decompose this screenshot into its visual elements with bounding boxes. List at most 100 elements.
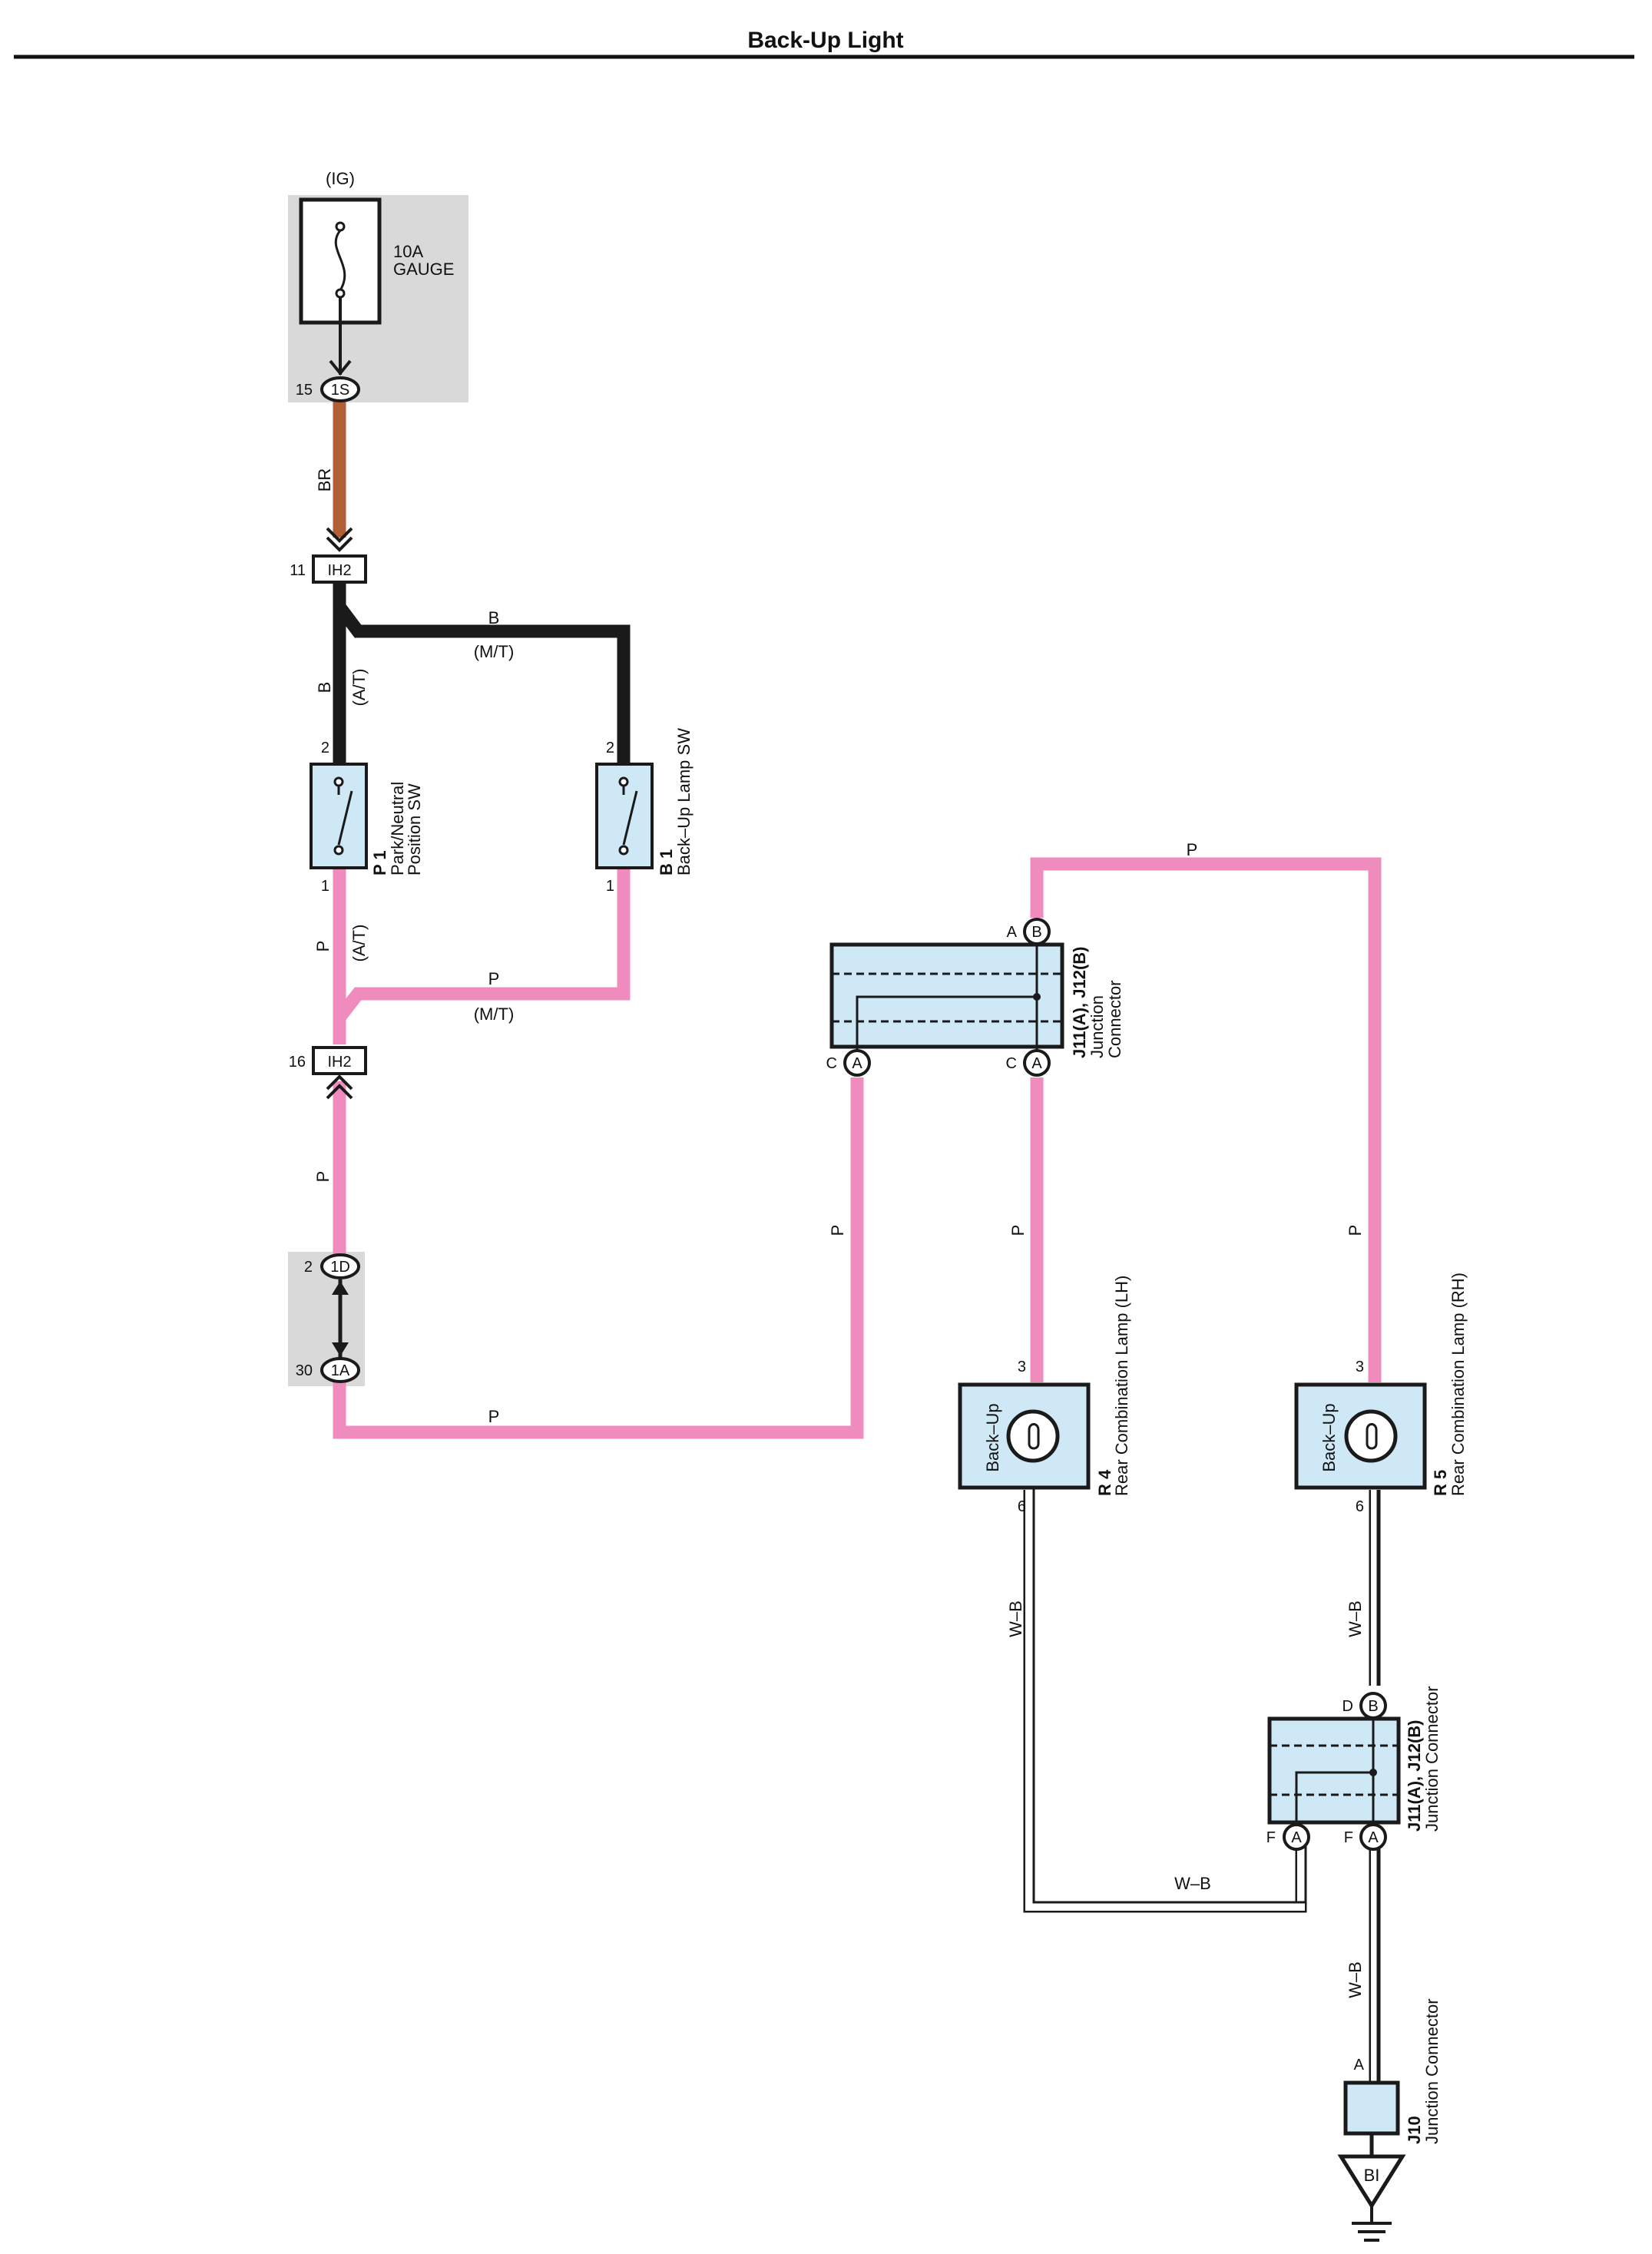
- wire-label-p-top-loop: P: [1187, 840, 1198, 859]
- wire-p-bottom: [333, 1077, 864, 1439]
- fuse-name: GAUGE: [393, 260, 454, 279]
- connector-1s-label: 1S: [331, 382, 349, 399]
- ih2-bottom-pin: 16: [289, 1054, 306, 1071]
- wire-label-wb-r5: W–B: [1346, 1600, 1365, 1637]
- j11-upper-letter-b: B: [1031, 924, 1041, 941]
- ih2-top-connector: [312, 554, 367, 584]
- p1-name-line1: Park/Neutral: [388, 782, 407, 875]
- wire-label-wb-r4: W–B: [1006, 1600, 1025, 1637]
- block-1d-pin: 2: [304, 1259, 313, 1276]
- r5-pin-bottom: 6: [1356, 1498, 1364, 1515]
- page-title: Back-Up Light: [747, 28, 903, 53]
- switch-icon: [333, 776, 353, 856]
- wire-p-upper-loop: [1030, 857, 1382, 1382]
- j10-code: J10: [1405, 2116, 1424, 2144]
- r5-pin-top: 3: [1356, 1359, 1364, 1375]
- r4-code: R 4: [1095, 1469, 1114, 1496]
- wire-label-p-bottom: P: [488, 1407, 500, 1426]
- j11-lower-pin-right: F: [1344, 1829, 1353, 1846]
- wire-label-p-p1: P: [313, 941, 333, 952]
- ih2-bottom-connector: [312, 1046, 367, 1075]
- j11-upper-pin-right: C: [1006, 1055, 1017, 1072]
- wire-label-b-vertical: B: [315, 682, 334, 693]
- r5-name: Rear Combination Lamp (RH): [1448, 1273, 1468, 1496]
- fuse-rating: 10A: [393, 242, 423, 261]
- ground-triangle: [1337, 2154, 1406, 2209]
- j10-pin: A: [1354, 2057, 1365, 2074]
- ih2-top-label: IH2: [327, 562, 351, 579]
- r4-pin-bottom: 6: [1018, 1498, 1026, 1515]
- r4-pin-top: 3: [1018, 1359, 1026, 1375]
- connector-1s: [320, 376, 360, 402]
- wire-label-p-mt: P: [488, 969, 500, 988]
- p1-pin-top: 2: [321, 740, 329, 756]
- bulb-icon: [1006, 1409, 1060, 1463]
- wire-label-mt-upper: (M/T): [474, 642, 515, 661]
- block-1a-pin: 30: [296, 1362, 313, 1379]
- j11-upper-pin-left: C: [826, 1055, 837, 1072]
- j11-upper-terminal-right: [1023, 1049, 1051, 1077]
- ih2-bottom-label: IH2: [327, 1054, 351, 1071]
- j11-lower-name: Junction Connector: [1422, 1686, 1442, 1832]
- wire-label-wb-ground: W–B: [1346, 1961, 1365, 1998]
- switch-icon: [618, 776, 638, 856]
- wire-label-b-horizontal: B: [488, 608, 500, 627]
- wire-p-mt: [334, 869, 631, 1022]
- wire-wb-ground: [1369, 1847, 1381, 2089]
- j11-upper-pin-b: A: [1007, 924, 1018, 941]
- ground-label: BI: [1364, 2166, 1380, 2185]
- wire-b-mt: [334, 602, 631, 768]
- r4-name: Rear Combination Lamp (LH): [1112, 1276, 1131, 1496]
- j10-connector-box: [1343, 2080, 1400, 2136]
- b1-pin-bottom: 1: [606, 878, 614, 895]
- ground-icon: [1352, 2206, 1392, 2242]
- j11-upper-letter-left: A: [852, 1055, 862, 1072]
- b1-pin-top: 2: [606, 740, 614, 756]
- p1-code: P 1: [370, 850, 389, 875]
- wire-label-mt-lower: (M/T): [474, 1005, 515, 1024]
- r5-bulb-label: Back–Up: [1319, 1403, 1339, 1471]
- wire-label-br: BR: [315, 468, 334, 492]
- wire-label-at-upper: (A/T): [349, 669, 369, 707]
- p1-name-line2: Position SW: [405, 783, 424, 875]
- j11-upper-terminal-left: [843, 1049, 871, 1077]
- double-arrow-icon: [332, 1279, 349, 1358]
- wire-label-p-riser: P: [828, 1225, 847, 1236]
- fuse-source-label: (IG): [326, 169, 355, 188]
- wire-label-at-lower: (A/T): [349, 925, 369, 962]
- r5-code: R 5: [1431, 1470, 1450, 1496]
- j11-upper-name-line2: Connector: [1105, 980, 1124, 1058]
- b1-code: B 1: [657, 849, 676, 875]
- wire-label-p-r4: P: [1008, 1225, 1028, 1236]
- j11-lower-pin-left: F: [1266, 1829, 1276, 1846]
- wire-label-p-r5: P: [1346, 1225, 1365, 1236]
- j11-upper-letter-right: A: [1031, 1055, 1042, 1072]
- wire-label-p-ih2-1d: P: [313, 1171, 333, 1183]
- j11-lower-letter-right: A: [1368, 1829, 1379, 1846]
- fuse-pin-number: 15: [296, 382, 313, 399]
- j11-lower-box: [1267, 1716, 1401, 1825]
- chevron-up-icon: [326, 1074, 353, 1100]
- wire-label-wb-horizontal: W–B: [1174, 1874, 1211, 1893]
- connector-1d-label: 1D: [330, 1259, 350, 1276]
- connector-1a-label: 1A: [331, 1362, 350, 1379]
- j11-lower-internal: [1270, 1719, 1399, 1826]
- j11-lower-code: J11(A), J12(B): [1405, 1719, 1424, 1832]
- fuse-icon: [329, 221, 352, 376]
- j11-lower-terminal-left: [1283, 1823, 1310, 1851]
- wire-wb-r5: [1369, 1490, 1381, 1686]
- p1-pin-bottom: 1: [321, 878, 329, 895]
- j11-lower-pin-b: D: [1342, 1698, 1353, 1715]
- j11-lower-letter-b: B: [1368, 1698, 1378, 1715]
- connector-1a: [320, 1357, 360, 1383]
- j11-upper-code: J11(A), J12(B): [1070, 946, 1089, 1058]
- r4-bulb-label: Back–Up: [983, 1403, 1002, 1471]
- connector-1d: [320, 1253, 360, 1279]
- ih2-top-pin: 11: [290, 562, 306, 579]
- j11-upper-internal: [832, 945, 1062, 1051]
- wire-wb-r4: [1023, 1485, 1307, 1913]
- j11-lower-terminal-right: [1359, 1823, 1387, 1851]
- j10-name: Junction Connector: [1422, 1998, 1442, 2144]
- b1-name: Back–Up Lamp SW: [674, 728, 694, 875]
